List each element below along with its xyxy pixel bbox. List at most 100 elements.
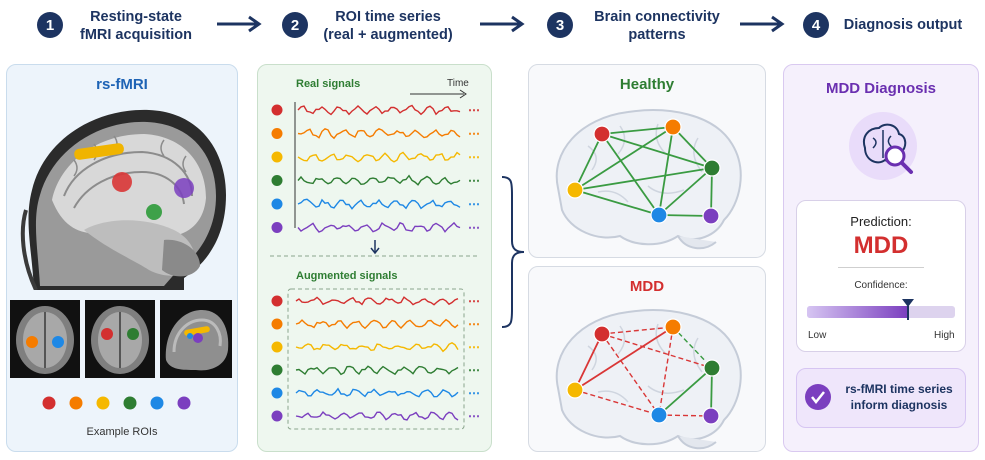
- roi-dot: [123, 396, 137, 410]
- roi-signal-dot: [271, 151, 283, 163]
- roi-signal-dot: [271, 175, 283, 186]
- step-2-title-line1: ROI time series: [335, 9, 441, 25]
- roi-node: [703, 359, 721, 377]
- axial-brain-slice-2: [85, 300, 155, 378]
- roi-node: [650, 206, 668, 224]
- roi-signal-line: [297, 151, 461, 163]
- connectivity-edge: [574, 189, 660, 216]
- right-arrow-icon: [480, 15, 525, 33]
- check-icon: [805, 384, 831, 410]
- roi-dot: [42, 396, 56, 410]
- connectivity-edge: [658, 414, 712, 417]
- roi-time-series-panel: [257, 64, 492, 452]
- prediction-label: Prediction:: [850, 214, 912, 229]
- signal-continuation: ⋯: [468, 103, 480, 117]
- healthy-label: Healthy: [619, 76, 675, 93]
- connectivity-edge: [672, 326, 713, 369]
- signal-continuation: ⋯: [468, 221, 480, 235]
- prediction-value: MDD: [853, 232, 909, 259]
- diagnosis-note-line1: rs-fMRI time series: [845, 382, 953, 396]
- roi-signal-line: [295, 296, 459, 306]
- connectivity-edge: [658, 326, 674, 416]
- connectivity-edge: [601, 133, 660, 216]
- roi-signal-line: [297, 174, 461, 186]
- roi-node: [650, 406, 668, 424]
- roi-signal-dot: [271, 295, 283, 307]
- connectivity-edge: [574, 133, 603, 191]
- signal-continuation: ⋯: [468, 340, 480, 354]
- roi-dot: [150, 396, 164, 410]
- step-2-title-line2: (real + augmented): [323, 27, 453, 43]
- roi-dot: [69, 396, 83, 410]
- rs-fmri-title: rs-fMRI: [96, 76, 148, 93]
- step-1-title-line2: fMRI acquisition: [80, 27, 192, 43]
- roi-signal-line: [297, 128, 461, 140]
- prediction-divider: [838, 267, 924, 268]
- step-1-title: Resting-state fMRI acquisition: [66, 8, 206, 44]
- roi-signal-line: [295, 365, 459, 376]
- roi-signal-line: [297, 198, 461, 210]
- roi-node: [702, 407, 720, 425]
- augmented-signals-label: Augmented signals: [296, 270, 398, 282]
- mdd-label: MDD: [629, 278, 665, 295]
- sagittal-brain-image: [14, 100, 230, 290]
- connectivity-edge: [574, 333, 603, 391]
- connectivity-edge: [658, 167, 713, 216]
- roi-node: [566, 181, 584, 199]
- right-arrow-icon: [740, 15, 785, 33]
- roi-node: [593, 125, 611, 143]
- roi-signal-dot: [271, 222, 283, 233]
- roi-dot: [96, 396, 110, 410]
- sagittal-brain-slice-3: [160, 300, 232, 378]
- signal-continuation: ⋯: [468, 174, 480, 188]
- confidence-low-label: Low: [808, 330, 827, 341]
- time-arrow-icon: [410, 89, 467, 99]
- roi-node: [566, 381, 584, 399]
- right-arrow-icon: [217, 15, 262, 33]
- step-3-title-line1: Brain connectivity: [594, 9, 720, 25]
- roi-signal-dot: [271, 341, 283, 353]
- connectivity-edge: [601, 333, 660, 416]
- roi-node: [593, 325, 611, 343]
- roi-signal-dot: [271, 364, 283, 376]
- roi-signal-dot: [271, 128, 283, 139]
- diagnosis-note-line2: inform diagnosis: [850, 398, 948, 412]
- signal-continuation: ⋯: [468, 363, 480, 377]
- axial-brain-slice-1: [10, 300, 80, 378]
- roi-signal-line: [295, 387, 459, 398]
- confidence-bar: [807, 306, 955, 318]
- step-1-number: 1: [37, 12, 63, 38]
- connectivity-edge: [574, 126, 674, 191]
- step-2-number: 2: [282, 12, 308, 38]
- roi-signal-line: [295, 411, 459, 421]
- roi-node: [703, 159, 721, 177]
- roi-node: [664, 118, 682, 136]
- confidence-marker: [901, 299, 914, 320]
- roi-signal-dot: [271, 387, 283, 399]
- prediction-card: [796, 200, 966, 352]
- roi-node: [702, 207, 720, 225]
- real-signals-label: Real signals: [296, 78, 361, 90]
- diagnosis-note: rs-fMRI time series inform diagnosis: [834, 381, 964, 413]
- connectivity-edge: [601, 333, 713, 369]
- diagnosis-title: MDD Diagnosis: [825, 80, 936, 97]
- connectivity-edge: [658, 367, 713, 416]
- step-4-title: Diagnosis output: [843, 17, 963, 33]
- connectivity-edge: [658, 126, 674, 216]
- step-4-number: 4: [803, 12, 829, 38]
- roi-signal-line: [297, 104, 461, 116]
- mdd-brain-network: [555, 309, 742, 450]
- connectivity-edge: [601, 126, 674, 135]
- healthy-brain-network: [555, 109, 742, 250]
- example-rois-label: Example ROIs: [86, 426, 158, 438]
- connectivity-edge: [601, 326, 674, 335]
- roi-signal-line: [295, 318, 459, 330]
- augmentation-divider: [270, 240, 480, 257]
- roi-signal-dot: [271, 318, 283, 330]
- signal-continuation: ⋯: [468, 386, 480, 400]
- roi-signal-dot: [271, 198, 283, 210]
- roi-signal-line: [295, 341, 459, 353]
- connectivity-edge: [574, 167, 713, 191]
- signal-continuation: ⋯: [468, 197, 480, 211]
- step-3-title: Brain connectivity patterns: [577, 8, 737, 44]
